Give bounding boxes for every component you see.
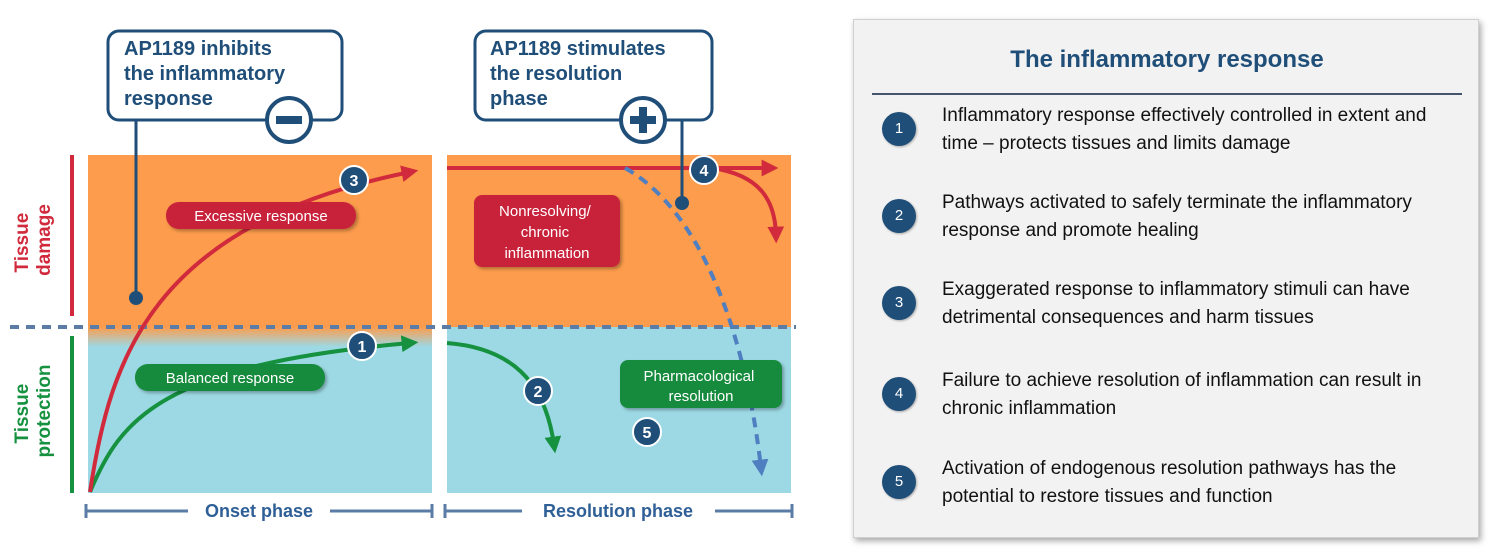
- stimulate-callout: AP1189 stimulates the resolution phase: [473, 29, 714, 144]
- legend-text-3: Exaggerated response to inflammatory sti…: [942, 279, 1410, 328]
- stimulate-connector-dot: [675, 196, 689, 210]
- legend-text-1: Inflammatory response effectively contro…: [942, 105, 1427, 154]
- legend-panel: The inflammatory response 1 Inflammatory…: [853, 19, 1479, 538]
- legend-number-3: 3: [882, 286, 916, 320]
- legend-item-4: 4 Failure to achieve resolution of infla…: [878, 367, 1468, 427]
- nonresolving-inflammation-box: Nonresolving/ chronic inflammation: [474, 195, 620, 267]
- svg-text:5: 5: [643, 425, 652, 442]
- legend-text-5: Activation of endogenous resolution path…: [942, 458, 1397, 507]
- svg-text:Balanced response: Balanced response: [166, 370, 294, 387]
- tissue-protection-label: Tissue protection: [12, 365, 55, 458]
- pharmacological-resolution-box: Pharmacological resolution: [620, 360, 782, 408]
- svg-text:AP1189 stimulates the re: AP1189 stimulates the resolution phase: [490, 38, 671, 110]
- legend-item-3: 3 Exaggerated response to inflammatory s…: [878, 276, 1468, 336]
- tissue-damage-label: Tissue damage: [12, 204, 55, 276]
- onset-phase-label: Onset phase: [205, 501, 313, 521]
- resolution-protection-zone: [447, 327, 791, 493]
- legend-text-2: Pathways activated to safely terminate t…: [942, 192, 1412, 241]
- resolution-phase-label: Resolution phase: [543, 501, 693, 521]
- legend-item-5: 5 Activation of endogenous resolution pa…: [878, 455, 1468, 515]
- svg-text:1: 1: [358, 339, 367, 356]
- excessive-response-curve: [88, 165, 419, 493]
- plus-icon-vertical: [639, 107, 647, 133]
- excessive-response-pill: Excessive response: [166, 202, 356, 229]
- balanced-response-pill: Balanced response: [135, 364, 325, 391]
- onset-phase-axis: [84, 504, 434, 518]
- marker-2: 2: [523, 376, 553, 406]
- legend-text-4: Failure to achieve resolution of inflamm…: [942, 370, 1422, 419]
- inhibit-connector-dot: [129, 291, 143, 305]
- balanced-response-curve: [88, 335, 419, 493]
- svg-text:AP1189 inhibits the infl: AP1189 inhibits the inflammatory respons…: [124, 38, 291, 110]
- svg-text:2: 2: [534, 384, 543, 401]
- legend-number-1: 1: [882, 112, 916, 146]
- marker-4: 4: [689, 155, 719, 185]
- minus-icon-bar: [276, 116, 302, 124]
- onset-protection-zone: [88, 327, 432, 493]
- legend-divider: [872, 93, 1462, 95]
- svg-text:Nonresolving/ chronic: Nonresolving/ chronic inflammation: [499, 203, 595, 262]
- legend-number-4: 4: [882, 377, 916, 411]
- marker-1: 1: [347, 331, 377, 361]
- legend-number-5: 5: [882, 465, 916, 499]
- inflammation-diagram: Tissue damage Tissue protection Excessiv…: [10, 29, 796, 521]
- svg-text:3: 3: [350, 173, 359, 190]
- svg-text:Pharmacological resoluti: Pharmacological resolution: [643, 368, 758, 405]
- inhibit-callout: AP1189 inhibits the inflammatory respons…: [106, 29, 344, 144]
- legend-item-1: 1 Inflammatory response effectively cont…: [878, 102, 1468, 162]
- svg-text:Excessive response: Excessive response: [194, 208, 327, 225]
- chronic-branch-curve: [711, 166, 785, 244]
- svg-text:4: 4: [700, 163, 709, 180]
- resolution-decline-curve: [446, 341, 562, 454]
- pharmacological-resolution-curve: [624, 166, 769, 477]
- resolution-phase-axis: [443, 504, 794, 518]
- legend-title: The inflammatory response: [1010, 46, 1324, 73]
- marker-5: 5: [632, 417, 662, 447]
- onset-damage-zone: [88, 155, 432, 327]
- legend-item-2: 2 Pathways activated to safely terminate…: [878, 189, 1468, 249]
- marker-3: 3: [339, 165, 369, 195]
- legend-number-2: 2: [882, 199, 916, 233]
